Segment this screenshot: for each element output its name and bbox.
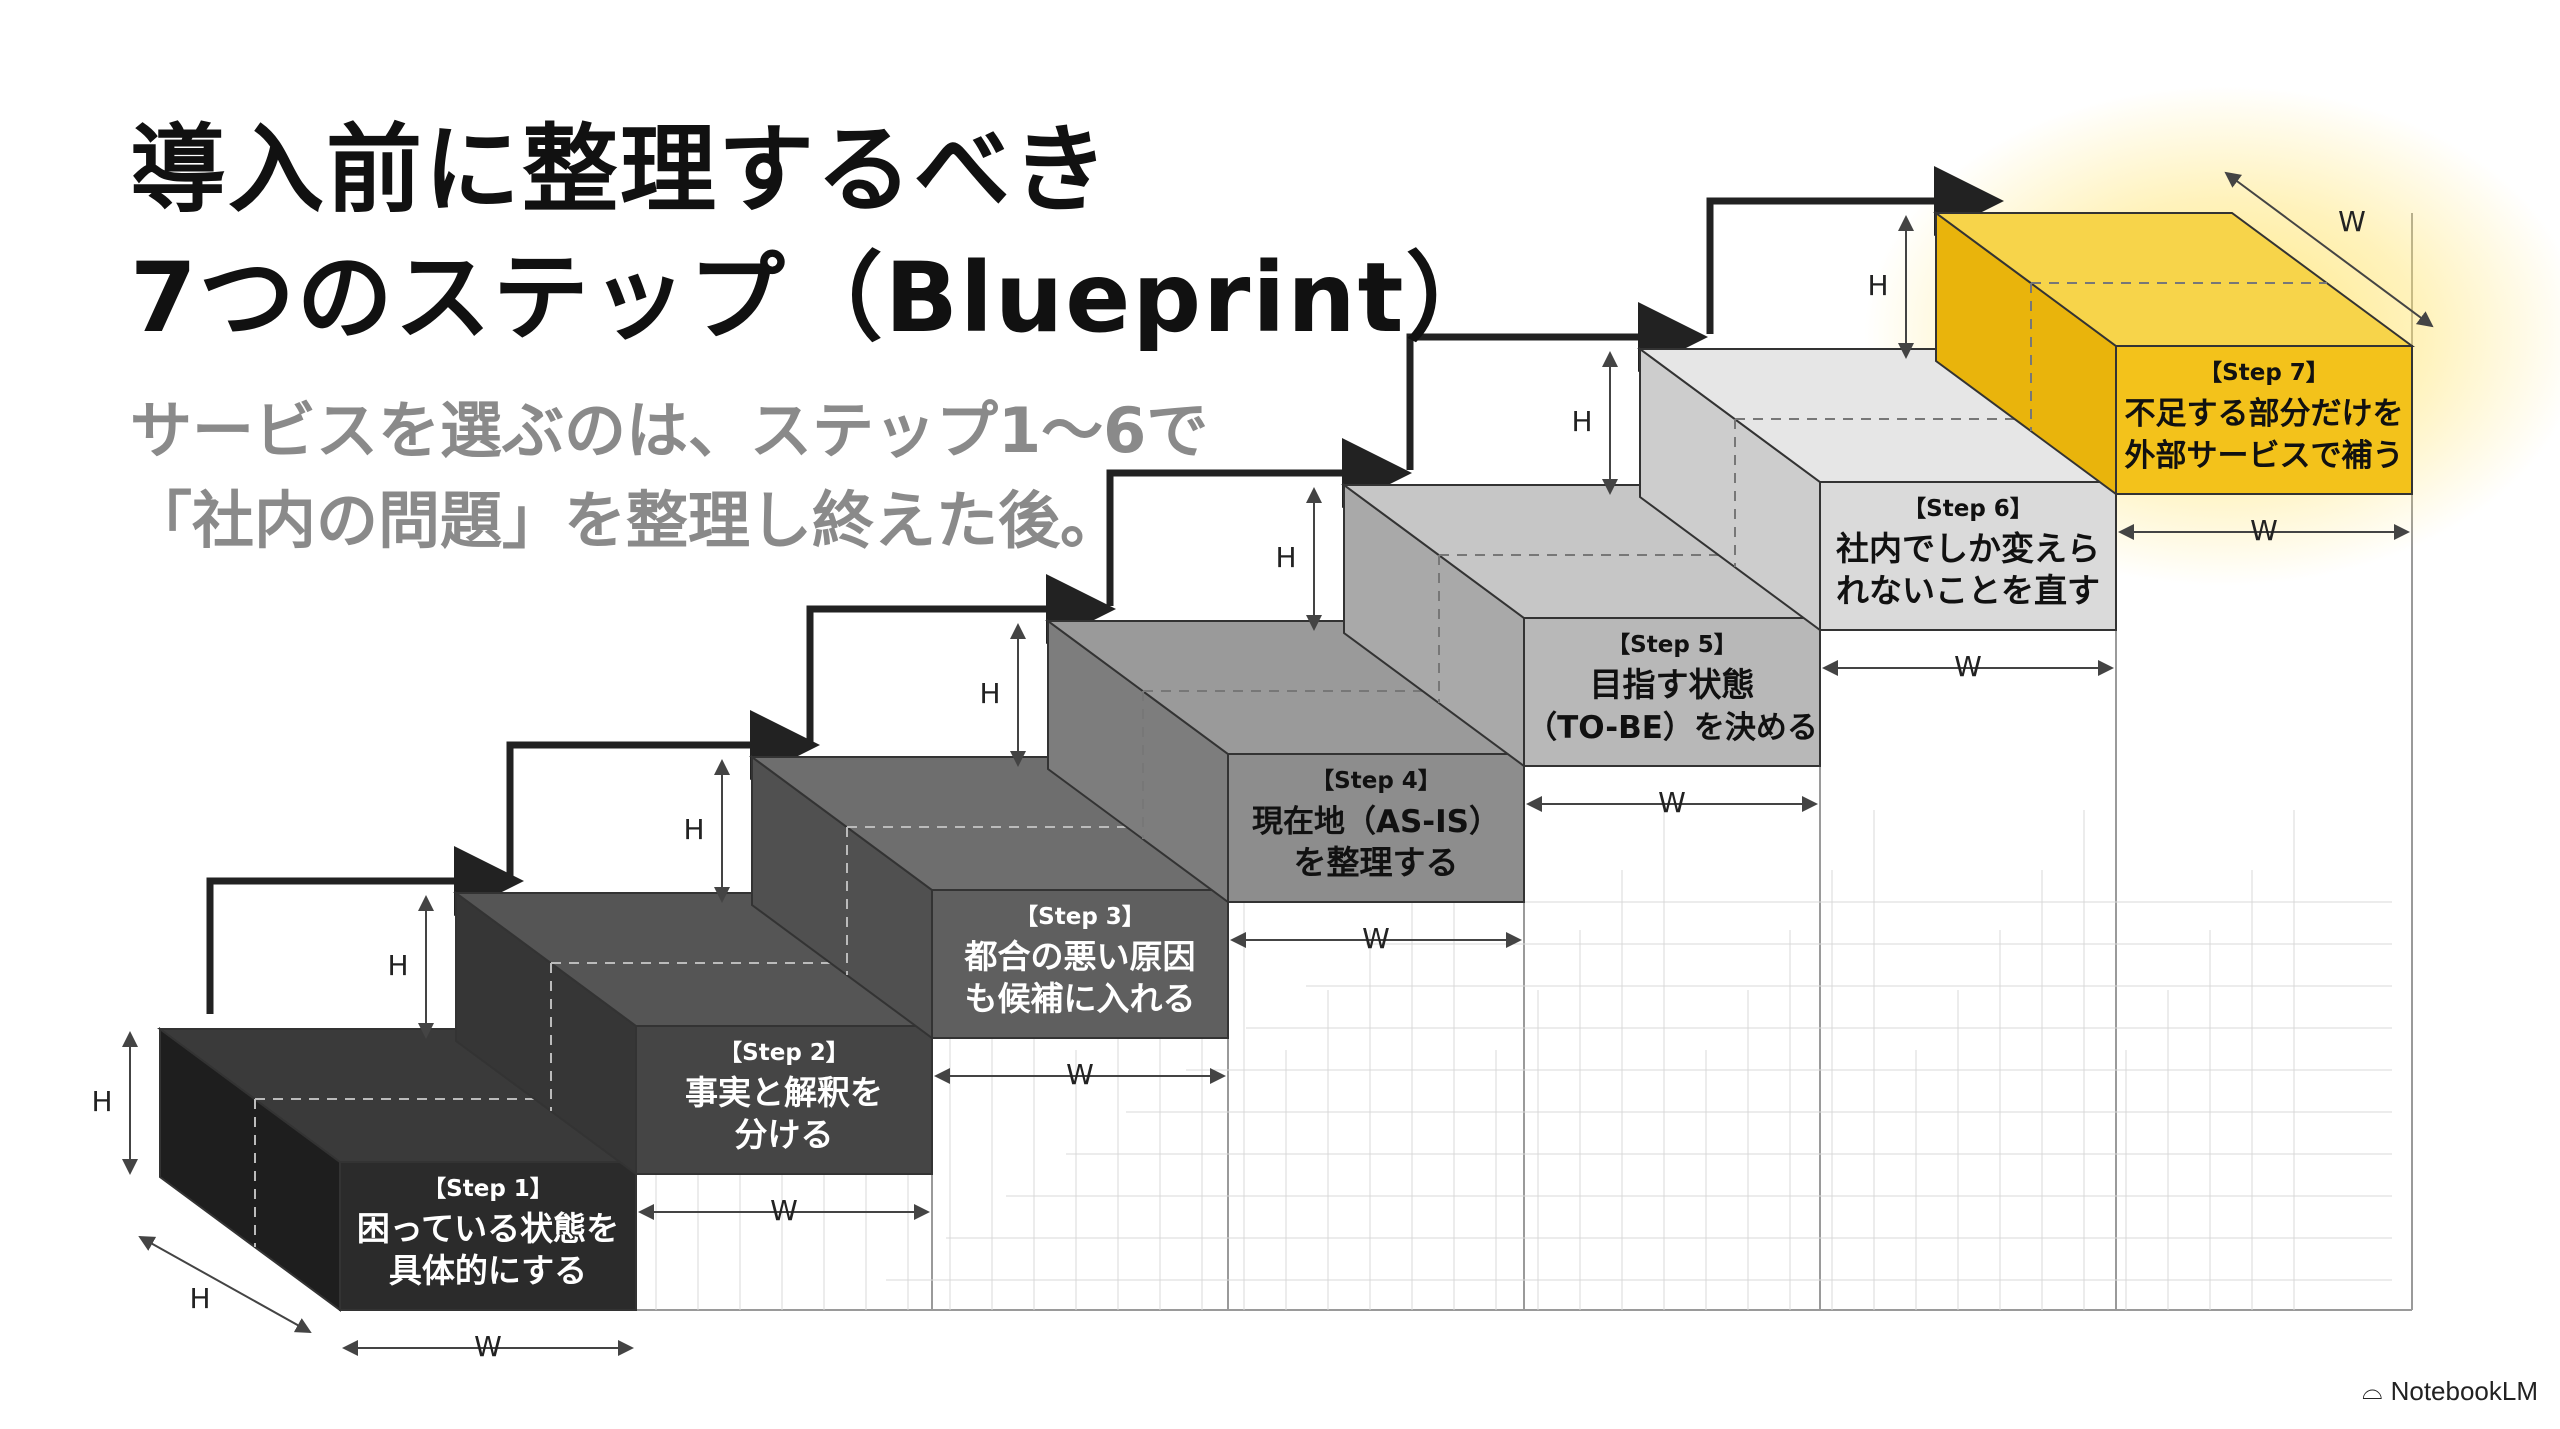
step-2-height-dim-label: H [387, 949, 408, 982]
step-2-width-dim-label: W [770, 1194, 798, 1227]
step-2-front-face [635, 1025, 933, 1175]
arrow-segment-3 [806, 574, 1116, 742]
step-3-front-face [931, 889, 1229, 1039]
step-6-label-line-1: 社内でしか変えら [1836, 529, 2100, 568]
subtitle-line-1: サービスを選ぶのは、ステップ1〜6で [130, 394, 1209, 467]
step-6-front-face [1819, 481, 2117, 631]
step-7-front-face [2115, 345, 2413, 495]
step-6-height-dim-label: H [1571, 405, 1592, 438]
step-6-label-line-2: れないことを直す [1836, 571, 2100, 610]
step-4-label-line-2: を整理する [1294, 843, 1459, 882]
step-3-label-line-2: も候補に入れる [965, 979, 1196, 1018]
step-4-label-line-1: 現在地（AS-IS） [1252, 804, 1500, 840]
step-7-height-dim-label: H [1867, 269, 1888, 302]
step-1-height-dim-label: H [91, 1085, 112, 1118]
step-1-label-line-2: 具体的にする [389, 1251, 587, 1290]
arrow-segment-1 [206, 846, 524, 1014]
step-1-width-dim-label: W [474, 1330, 502, 1363]
brand-watermark: ⌓ NotebookLM [2362, 1375, 2538, 1407]
arrow-segment-6 [1706, 166, 2004, 334]
step-6-width-dim-label: W [1954, 650, 1982, 683]
step-1-tag: 【Step 1】 [423, 1176, 553, 1202]
step-5-height-dim-label: H [1275, 541, 1296, 574]
dimension-annotations: W H W H W H W H W H W H W H H W [91, 171, 2434, 1363]
step-5-label-line-2: （TO-BE）を決める [1526, 710, 1818, 746]
step-4-width-dim-label: W [1362, 922, 1390, 955]
step-5-front-face [1523, 617, 1821, 767]
step-7-label-line-2: 外部サービスで補う [2125, 438, 2404, 474]
step-5-width-dim-label: W [1658, 786, 1686, 819]
step-7-width-dim-label: W [2250, 514, 2278, 547]
step-7-depth-dim-line [2224, 171, 2434, 328]
subtitle-line-2: 「社内の問題」を整理し終えた後。 [130, 484, 1123, 557]
step-4-tag: 【Step 4】 [1311, 768, 1441, 794]
notebooklm-icon: ⌓ [2362, 1375, 2383, 1405]
grid-hatching [655, 810, 2392, 1310]
step-5-label-line-1: 目指す状態 [1590, 665, 1755, 704]
step-1-depth-dim-line [138, 1236, 312, 1333]
brand-label: NotebookLM [2390, 1375, 2538, 1406]
step-6-tag: 【Step 6】 [1903, 496, 2033, 522]
step-3-tag: 【Step 3】 [1015, 904, 1145, 930]
progress-arrow [206, 166, 2004, 1014]
step-7-depth-dim-label: W [2338, 205, 2366, 238]
step-5-block: 【Step 5】目指す状態 （TO-BE）を決める [1340, 483, 1824, 768]
step-3-label-line-1: 都合の悪い原因 [964, 937, 1196, 976]
step-7-tag: 【Step 7】 [2199, 360, 2329, 386]
step-3-height-dim-label: H [683, 813, 704, 846]
arrow-segment-2 [506, 710, 820, 878]
arrow-segment-5 [1406, 302, 1708, 470]
page-title-line-1: 導入前に整理するべき [130, 114, 1110, 226]
arrow-segment-4 [1106, 438, 1412, 606]
step-2-label-line-1: 事実と解釈を [685, 1073, 883, 1112]
step-7-label-line-1: 不足する部分だけを [2125, 396, 2404, 432]
step-1-label-line-1: 困っている状態を [357, 1209, 619, 1248]
step-5-tag: 【Step 5】 [1607, 632, 1737, 658]
step-1-depth-dim-label: H [189, 1282, 210, 1315]
step-2-label-line-2: 分ける [735, 1115, 834, 1154]
step-4-block: 【Step 4】現在地（AS-IS）を整理する [1044, 619, 1528, 904]
step-3-width-dim-label: W [1066, 1058, 1094, 1091]
step-1-front-face [339, 1161, 637, 1311]
step-4-height-dim-label: H [979, 677, 1000, 710]
step-4-front-face [1227, 753, 1525, 903]
step-2-tag: 【Step 2】 [719, 1040, 849, 1066]
page-title-line-2: 7つのステップ（Blueprint） [130, 242, 1504, 354]
